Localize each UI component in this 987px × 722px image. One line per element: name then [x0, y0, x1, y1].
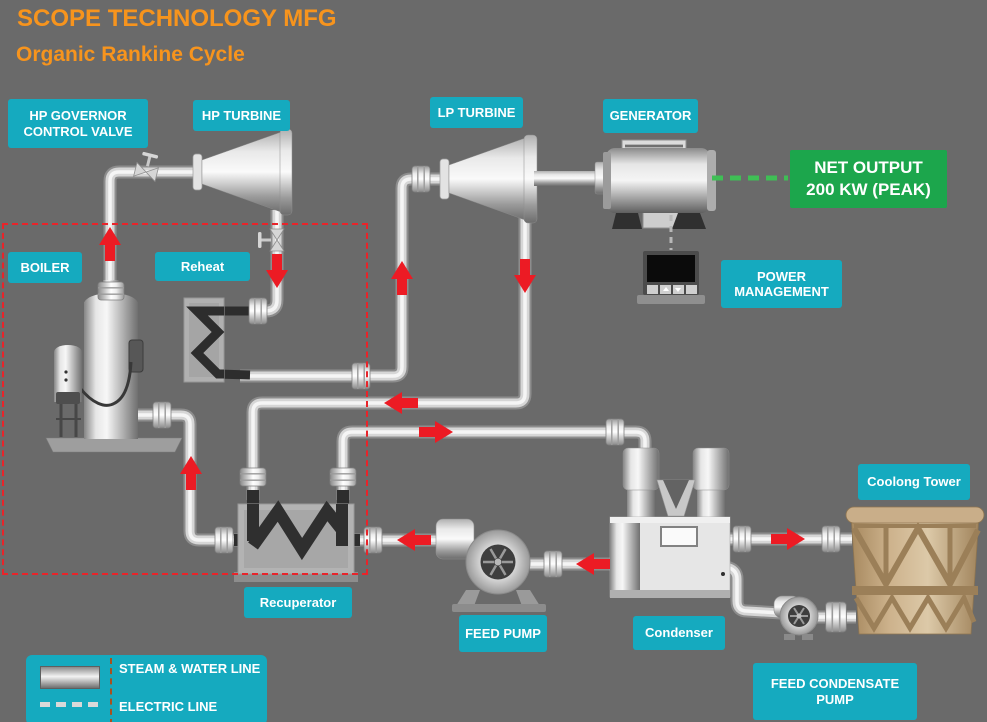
reheat-exchanger-graphic [183, 210, 277, 383]
flow-arrow-left-to-recuperator [384, 392, 418, 414]
label-feed-pump: FEED PUMP [459, 615, 547, 652]
feed-pump-graphic [435, 518, 546, 612]
label-feed-condensate-pump: FEED CONDENSATE PUMP [753, 663, 917, 720]
label-power-management: POWER MANAGEMENT [721, 260, 842, 308]
label-reheat: Reheat [155, 252, 250, 281]
power-management-device [637, 251, 705, 304]
label-condenser: Condenser [633, 616, 725, 650]
flow-arrow-up-lp-inlet [391, 261, 413, 295]
page-title: SCOPE TECHNOLOGY MFG [17, 5, 337, 32]
legend-steam-line-swatch [40, 666, 100, 689]
lp-turbine-graphic [439, 134, 609, 224]
legend-divider [110, 658, 112, 722]
net-output-badge: NET OUTPUT 200 KW (PEAK) [790, 150, 947, 208]
hp-turbine-graphic [192, 128, 293, 216]
label-lp-turbine: LP TURBINE [430, 97, 523, 128]
label-generator: GENERATOR [603, 99, 698, 133]
flow-arrow-down-lp-exhaust [514, 259, 536, 293]
flow-arrow-right-to-tower [771, 528, 805, 550]
flow-arrow-right-to-condenser [419, 421, 453, 443]
legend-electric-label: ELECTRIC LINE [119, 699, 218, 714]
legend: STEAM & WATER LINE ELECTRIC LINE [26, 655, 267, 722]
label-cooling-tower: Coolong Tower [858, 464, 970, 500]
cooling-tower-graphic [845, 506, 985, 635]
legend-steam-label: STEAM & WATER LINE [119, 661, 261, 676]
label-hp-turbine: HP TURBINE [193, 100, 290, 131]
net-output-line2: 200 KW (PEAK) [806, 180, 931, 199]
flow-arrow-left-condenser-to-pump [576, 553, 610, 575]
label-hp-governor-control-valve: HP GOVERNOR CONTROL VALVE [8, 99, 148, 148]
boiler-section-boundary [2, 223, 368, 575]
net-output-line1: NET OUTPUT [814, 157, 923, 177]
flow-arrow-left-pump-to-recuperator [397, 529, 431, 551]
label-boiler: BOILER [8, 252, 82, 283]
feed-condensate-pump-graphic [773, 595, 819, 640]
condenser-graphic [609, 447, 731, 598]
legend-electric-line-swatch [40, 702, 98, 707]
recuperator-graphic [234, 490, 360, 582]
page-subtitle: Organic Rankine Cycle [16, 43, 245, 66]
label-recuperator: Recuperator [244, 587, 352, 618]
generator-graphic [603, 139, 716, 229]
